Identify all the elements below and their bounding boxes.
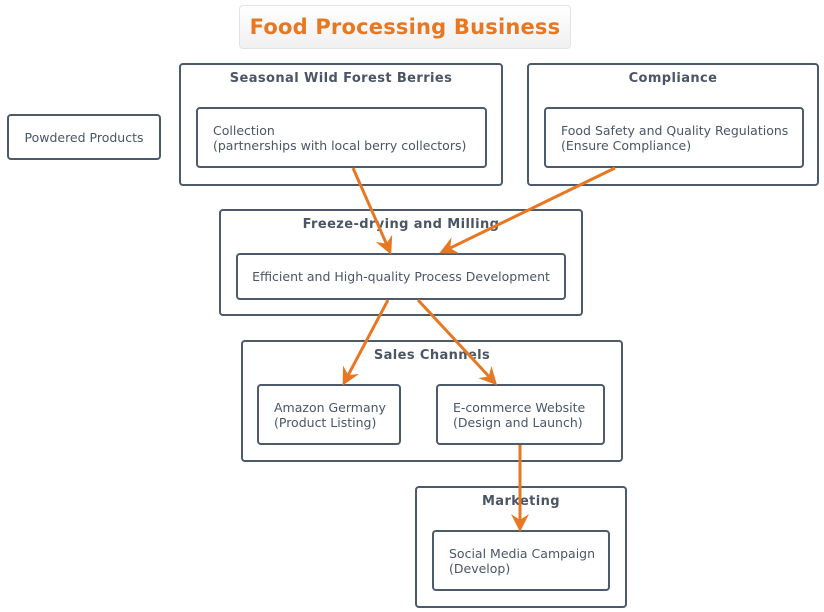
node-label-line1: Food Safety and Quality Regulations <box>561 122 789 138</box>
diagram-title-box: Food Processing Business <box>239 5 571 49</box>
node-food-safety-regulations[interactable]: Food Safety and Quality Regulations (Ens… <box>544 107 804 168</box>
package-compliance: Compliance <box>527 63 819 186</box>
node-label: Powdered Products <box>24 129 144 145</box>
node-label-line2: (partnerships with local berry collector… <box>213 137 467 153</box>
node-label-line1: Amazon Germany <box>274 399 386 415</box>
package-seasonal-wild-forest-berries: Seasonal Wild Forest Berries <box>179 63 503 186</box>
package-title: Marketing <box>481 494 561 509</box>
package-title: Seasonal Wild Forest Berries <box>229 71 453 86</box>
node-label-line1: E-commerce Website <box>453 399 586 415</box>
node-label-line2: (Product Listing) <box>274 414 377 430</box>
package-title: Compliance <box>628 71 718 86</box>
node-label-line2: (Develop) <box>449 560 511 576</box>
node-label-line1: Social Media Campaign <box>449 545 596 561</box>
node-label-line2: (Ensure Compliance) <box>561 137 692 153</box>
node-powdered-products[interactable]: Powdered Products <box>7 114 161 160</box>
node-label-line1: Collection <box>213 122 275 138</box>
package-title: Sales Channels <box>373 348 491 363</box>
node-amazon-germany[interactable]: Amazon Germany (Product Listing) <box>257 384 401 445</box>
package-title: Freeze-drying and Milling <box>302 217 500 232</box>
diagram-title: Food Processing Business <box>249 15 561 39</box>
node-ecommerce-website[interactable]: E-commerce Website (Design and Launch) <box>436 384 605 445</box>
node-social-media-campaign[interactable]: Social Media Campaign (Develop) <box>432 530 610 591</box>
node-label-line1: Efficient and High-quality Process Devel… <box>252 269 550 284</box>
node-label-line2: (Design and Launch) <box>453 414 583 430</box>
node-collection[interactable]: Collection (partnerships with local berr… <box>196 107 487 168</box>
node-process-development[interactable]: Efficient and High-quality Process Devel… <box>236 253 566 300</box>
